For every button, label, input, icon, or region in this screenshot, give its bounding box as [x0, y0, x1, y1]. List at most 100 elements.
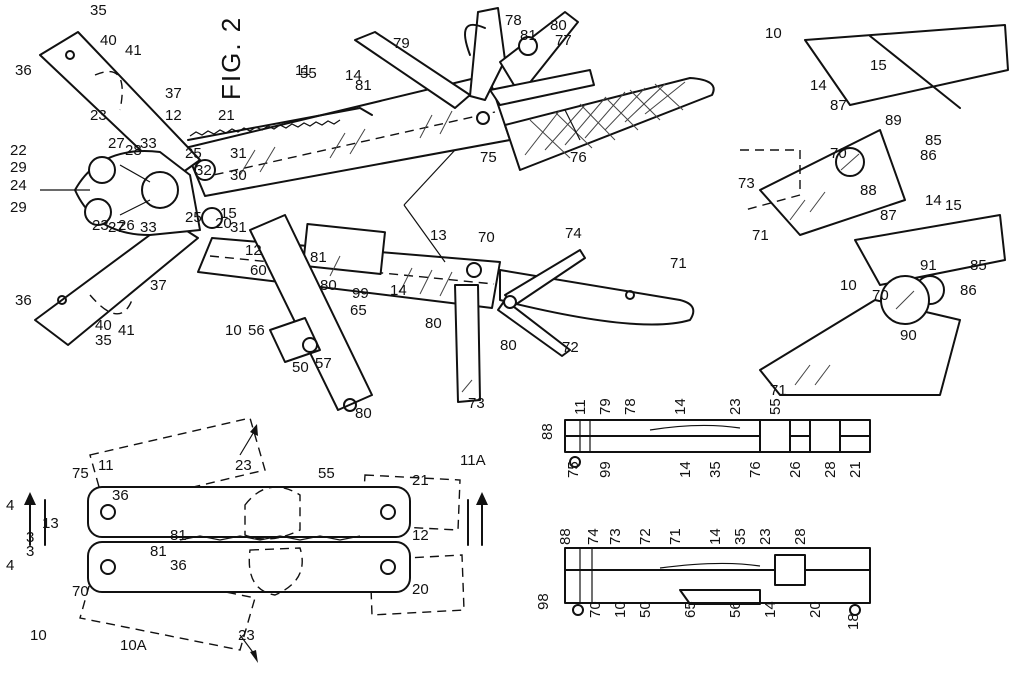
reference-numeral-90: 90 [900, 327, 917, 344]
reference-numeral-71: 71 [670, 255, 687, 272]
reference-numeral-11A: 11A [460, 452, 486, 469]
reference-numeral-12: 12 [412, 527, 429, 544]
reference-numeral-76: 76 [747, 461, 764, 478]
fig2-leader-lines [403, 109, 581, 263]
reference-numeral-85: 85 [925, 132, 942, 149]
reference-numeral-11: 11 [295, 62, 311, 79]
reference-numeral-3: 3 [26, 543, 34, 560]
reference-numeral-35: 35 [707, 461, 724, 478]
reference-numeral-87: 87 [830, 97, 847, 114]
reference-numeral-11: 11 [572, 399, 589, 415]
reference-numeral-40: 40 [95, 317, 112, 334]
detail-view-bottom [759, 214, 1006, 396]
reference-numeral-35: 35 [732, 528, 749, 545]
reference-numeral-85: 85 [970, 257, 987, 274]
reference-numeral-20: 20 [412, 581, 429, 598]
reference-numeral-21: 21 [218, 107, 235, 124]
reference-numeral-10: 10 [765, 25, 782, 42]
reference-numeral-27: 27 [108, 219, 125, 236]
reference-numeral-21: 21 [412, 472, 429, 489]
reference-numeral-41: 41 [118, 322, 135, 339]
reference-numeral-81: 81 [355, 77, 372, 94]
reference-numeral-20: 20 [807, 601, 824, 618]
reference-numeral-78: 78 [622, 398, 639, 415]
reference-numeral-55: 55 [300, 65, 317, 82]
reference-numeral-77: 77 [555, 32, 572, 49]
reference-numeral-65: 65 [350, 302, 367, 319]
reference-numeral-27: 27 [108, 135, 125, 152]
reference-numeral-28: 28 [822, 461, 839, 478]
reference-numeral-50: 50 [292, 359, 309, 376]
reference-numeral-11: 11 [98, 457, 114, 474]
reference-numeral-23: 23 [727, 398, 744, 415]
reference-numeral-60: 60 [250, 262, 267, 279]
fig1-handle-11 [87, 486, 411, 538]
reference-numeral-35: 35 [95, 332, 112, 349]
pliers-head [40, 150, 201, 236]
reference-numeral-3: 3 [26, 529, 34, 546]
reference-numeral-22: 22 [10, 142, 27, 159]
reference-numeral-14: 14 [707, 528, 724, 545]
reference-numeral-32: 32 [195, 162, 212, 179]
reference-numeral-30: 30 [230, 167, 247, 184]
reference-numeral-80: 80 [320, 277, 337, 294]
reference-numeral-36: 36 [112, 487, 129, 504]
reference-numeral-86: 86 [960, 282, 977, 299]
reference-numeral-81: 81 [310, 249, 327, 266]
reference-numeral-14: 14 [925, 192, 942, 209]
reference-numeral-99: 99 [352, 285, 369, 302]
reference-numeral-73: 73 [468, 395, 485, 412]
reference-numeral-31: 31 [230, 219, 247, 236]
reference-numeral-29: 29 [10, 199, 27, 216]
reference-numeral-14: 14 [672, 398, 689, 415]
reference-numeral-80: 80 [500, 337, 517, 354]
reference-numeral-24: 24 [10, 177, 27, 194]
reference-numeral-40: 40 [100, 32, 117, 49]
reference-numeral-73: 73 [738, 175, 755, 192]
reference-numeral-23: 23 [757, 528, 774, 545]
reference-numeral-88: 88 [860, 182, 877, 199]
reference-numeral-28: 28 [125, 142, 142, 159]
reference-numeral-99: 99 [597, 461, 614, 478]
reference-numeral-10: 10 [840, 277, 857, 294]
reference-numeral-21: 21 [847, 461, 864, 478]
fig2-view: FIG. 2 101112121314141520212223232425252… [10, 2, 715, 422]
reference-numeral-70: 70 [830, 145, 847, 162]
reference-numeral-88: 88 [539, 423, 556, 440]
reference-numeral-10: 10 [30, 627, 47, 644]
section-view-lower [564, 547, 871, 616]
jaw-member-lower [34, 219, 199, 346]
reference-numeral-28: 28 [792, 528, 809, 545]
section-view-upper [564, 419, 871, 468]
reference-numeral-73: 73 [607, 528, 624, 545]
reference-numeral-79: 79 [393, 35, 410, 52]
reference-numeral-76: 76 [570, 149, 587, 166]
reference-numeral-80: 80 [355, 405, 372, 422]
reference-numeral-23: 23 [238, 627, 255, 644]
reference-numeral-70: 70 [587, 601, 604, 618]
reference-numeral-81: 81 [150, 543, 167, 560]
reference-numeral-37: 37 [165, 85, 182, 102]
reference-numeral-15: 15 [220, 205, 237, 222]
reference-numeral-55: 55 [767, 398, 784, 415]
reference-numeral-14: 14 [762, 601, 779, 618]
reference-numeral-70: 70 [478, 229, 495, 246]
reference-numeral-65: 65 [682, 601, 699, 618]
reference-numeral-78: 78 [505, 12, 522, 29]
reference-numeral-56: 56 [727, 601, 744, 618]
detail-view-top [740, 24, 1009, 236]
reference-numeral-13: 13 [430, 227, 447, 244]
reference-numeral-25: 25 [185, 145, 202, 162]
reference-numeral-50: 50 [637, 601, 654, 618]
reference-numeral-81: 81 [520, 27, 537, 44]
reference-numeral-31: 31 [230, 145, 247, 162]
reference-numeral-14: 14 [810, 77, 827, 94]
fig2-reference-numerals: 1011121213141415202122232324252526272728… [10, 2, 687, 422]
reference-numeral-89: 89 [885, 112, 902, 129]
reference-numeral-23: 23 [90, 107, 107, 124]
reference-numeral-12: 12 [165, 107, 182, 124]
reference-numeral-98: 98 [535, 593, 552, 610]
